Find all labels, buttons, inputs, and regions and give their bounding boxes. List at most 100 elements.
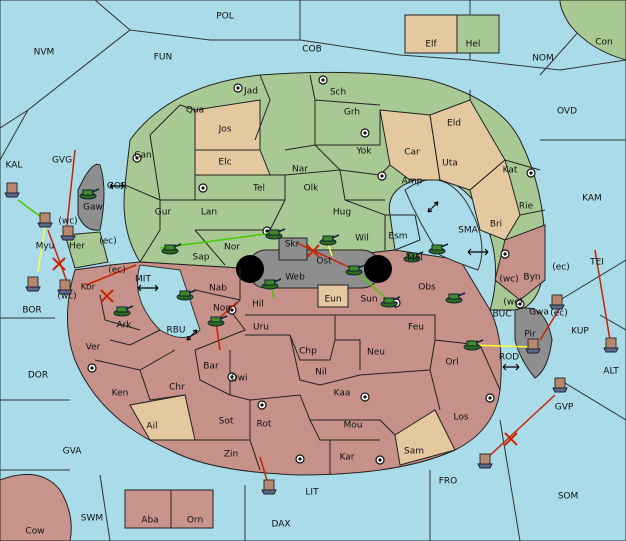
coast-note-ec1: (ec) xyxy=(99,237,117,247)
label-chr: Chr xyxy=(169,383,185,393)
label-qwi: Qwi xyxy=(231,374,248,384)
label-mel: Mel xyxy=(407,254,423,264)
region-sam[interactable] xyxy=(394,409,456,466)
label-kaa: Kaa xyxy=(334,389,351,399)
army-unit[interactable] xyxy=(445,292,466,304)
order-arrow xyxy=(539,307,561,341)
fleet-unit[interactable] xyxy=(477,453,493,469)
label-ail: Ail xyxy=(146,422,157,432)
region-elf[interactable] xyxy=(404,14,458,54)
region-her[interactable] xyxy=(64,231,109,269)
label-mit: MIT xyxy=(135,275,151,285)
label-buc: BUC xyxy=(492,310,511,320)
army-unit[interactable] xyxy=(207,315,228,327)
army-unit[interactable] xyxy=(345,264,366,276)
fleet-unit[interactable] xyxy=(25,276,41,292)
region-hel[interactable] xyxy=(456,14,500,54)
army-unit[interactable] xyxy=(403,251,424,263)
fleet-unit[interactable] xyxy=(57,279,73,295)
label-nil: Nil xyxy=(315,368,327,378)
fleet-unit[interactable] xyxy=(4,182,20,198)
label-jad: Jad xyxy=(243,87,258,97)
fleet-unit[interactable] xyxy=(37,212,53,228)
label-tel: Tel xyxy=(252,184,265,194)
label-sam: Sam xyxy=(404,447,424,457)
region-aba[interactable] xyxy=(124,489,172,529)
label-esm: Esm xyxy=(388,232,407,242)
region-bri[interactable] xyxy=(469,159,521,241)
label-skr: Skr xyxy=(285,240,300,250)
label-jos: Jos xyxy=(218,125,232,135)
fleet-unit[interactable] xyxy=(261,479,277,495)
army-unit[interactable] xyxy=(113,305,134,317)
failed-order-marks xyxy=(52,244,518,446)
coast-note-wc4: (wc) xyxy=(503,298,522,308)
region-eun[interactable] xyxy=(317,284,349,308)
region-byn[interactable] xyxy=(494,224,546,301)
label-uta: Uta xyxy=(442,159,458,169)
label-gur: Gur xyxy=(155,208,172,218)
fleet-unit[interactable] xyxy=(552,377,568,393)
label-aba: Aba xyxy=(141,516,158,526)
army-unit[interactable] xyxy=(463,339,484,351)
region-con[interactable] xyxy=(559,0,626,61)
army-unit[interactable] xyxy=(79,188,100,200)
army-unit[interactable] xyxy=(428,243,449,255)
army-units xyxy=(79,188,484,351)
label-her: Her xyxy=(69,242,85,252)
coast-note-wc1: (wc) xyxy=(58,217,77,227)
label-sma: SMA xyxy=(458,226,478,236)
label-obs: Obs xyxy=(418,283,436,293)
sea-sma-bay xyxy=(404,179,483,271)
label-fun: FUN xyxy=(154,53,173,63)
label-lan: Lan xyxy=(201,208,217,218)
label-cob: COB xyxy=(302,45,322,55)
label-eld: Eld xyxy=(447,119,461,129)
army-unit[interactable] xyxy=(176,289,197,301)
army-unit[interactable] xyxy=(319,234,340,246)
supply-centers xyxy=(87,75,536,465)
army-unit[interactable] xyxy=(380,296,401,308)
label-sap: Sap xyxy=(193,253,210,263)
label-kal: KAL xyxy=(6,161,23,171)
coast-note-ec4: (ec) xyxy=(550,309,568,319)
region-skr[interactable] xyxy=(278,237,308,261)
label-olk: Olk xyxy=(304,184,320,194)
label-kor: Kor xyxy=(81,283,96,293)
label-eun: Eun xyxy=(324,295,341,305)
fleet-unit[interactable] xyxy=(603,337,619,353)
label-hil: Hil xyxy=(252,300,264,310)
region-elc[interactable] xyxy=(194,149,271,176)
army-unit[interactable] xyxy=(261,278,282,290)
order-arrow xyxy=(85,264,137,286)
label-nvm: NVM xyxy=(34,48,55,58)
label-orl: Orl xyxy=(445,358,458,368)
coast-note-ec3: (ec) xyxy=(552,263,570,273)
label-elf: Elf xyxy=(425,40,437,50)
army-unit[interactable] xyxy=(161,243,182,255)
region-orn[interactable] xyxy=(170,489,214,529)
label-kar: Kar xyxy=(340,453,355,463)
fleet-unit[interactable] xyxy=(525,338,541,354)
passage-arrows xyxy=(109,182,520,371)
label-qua: Qua xyxy=(186,106,204,116)
label-yok: Yok xyxy=(355,147,372,157)
region-car[interactable] xyxy=(379,109,441,181)
label-rot: Rot xyxy=(257,420,272,430)
order-arrow xyxy=(594,249,611,341)
fleet-unit[interactable] xyxy=(549,294,565,310)
label-ver: Ver xyxy=(86,343,101,353)
lake-east-cap xyxy=(364,255,392,283)
label-pol: POL xyxy=(216,12,234,22)
label-lit: LIT xyxy=(305,488,319,498)
fleet-unit[interactable] xyxy=(60,225,76,241)
label-feu: Feu xyxy=(408,323,424,333)
region-cow[interactable] xyxy=(0,473,72,541)
label-pir: Pir xyxy=(524,330,536,340)
label-rbu: RBU xyxy=(166,326,185,336)
label-uru: Uru xyxy=(253,323,269,333)
army-unit[interactable] xyxy=(265,228,286,240)
label-hel: Hel xyxy=(466,40,481,50)
label-myu: Myu xyxy=(36,242,55,252)
